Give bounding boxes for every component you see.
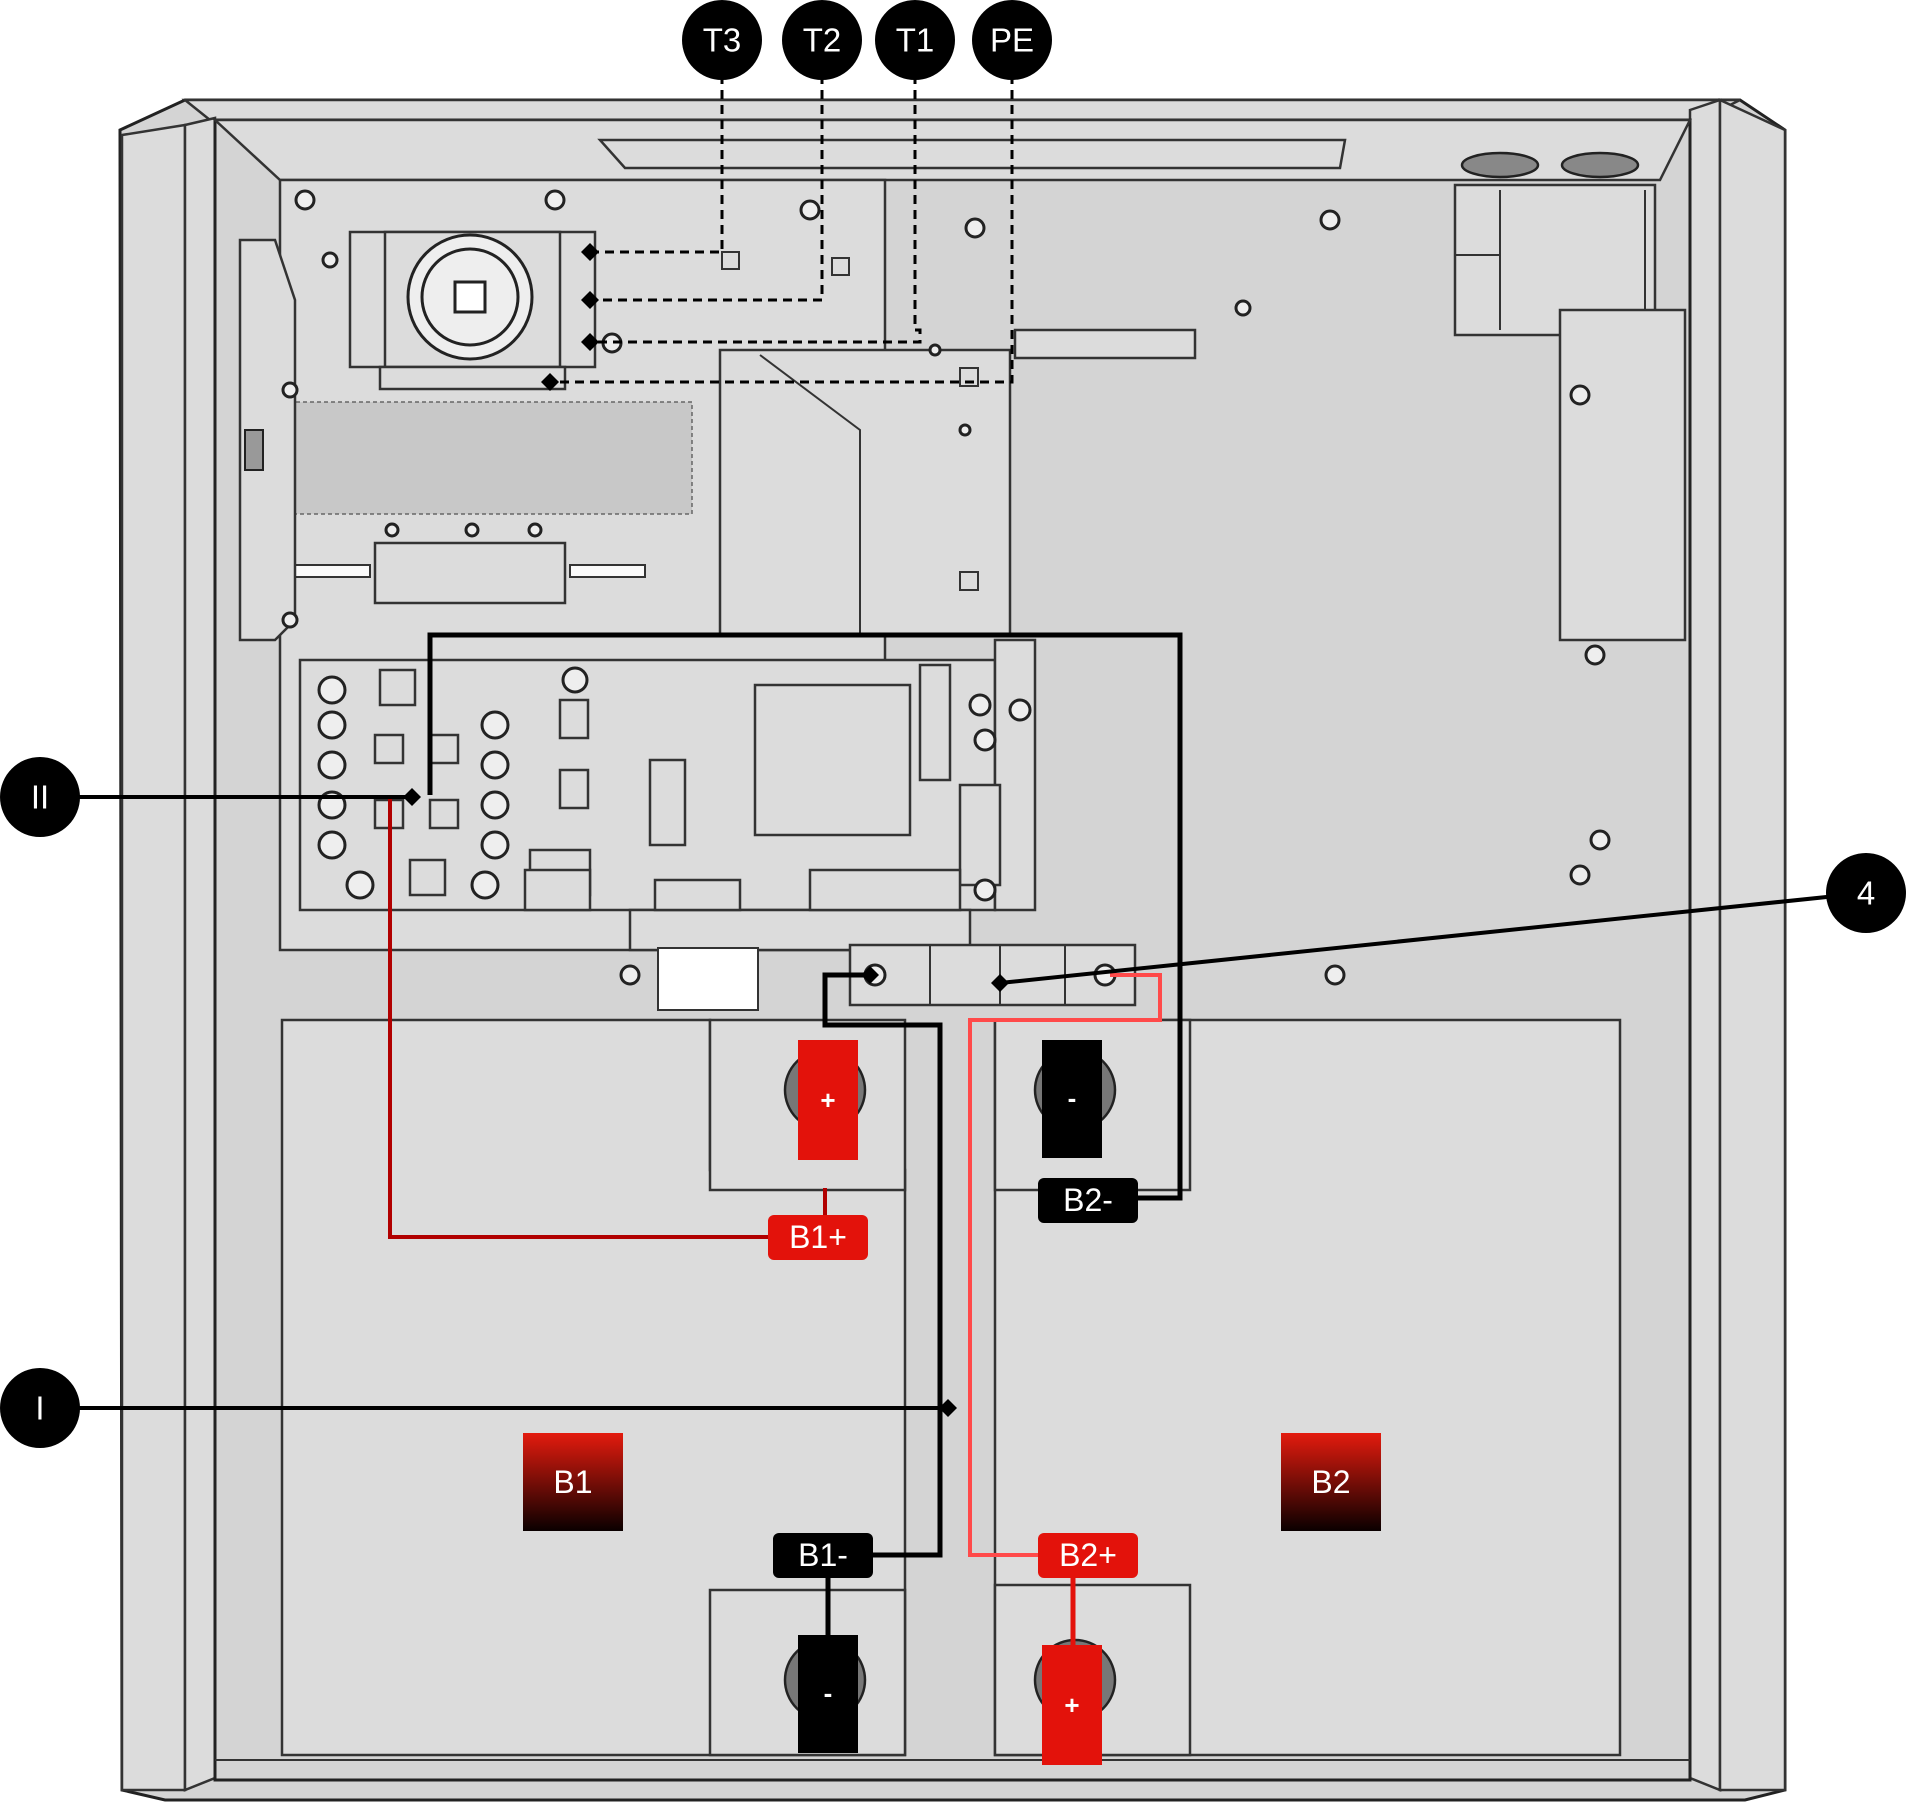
b1-top-symbol: + [820,1085,835,1115]
tag-b1-minus [773,1533,873,1578]
callout-t1: T1 [875,0,955,80]
dashed-connection-lines [541,75,1014,391]
tag-b2-minus [1038,1178,1138,1223]
b2-top-symbol: - [1068,1083,1077,1113]
b1-positive-terminal [798,1040,858,1160]
callout-t2-text: T2 [803,22,842,59]
tag-b2-minus-text: B2- [1063,1182,1113,1218]
tag-b1-plus-text: B1+ [789,1219,847,1255]
battery-b1-badge [523,1433,623,1531]
tag-b2-plus-text: B2+ [1059,1537,1117,1573]
b1-negative-terminal [798,1635,858,1753]
cable-duct [718,343,1012,637]
right-panel [1013,151,1687,642]
callout-t3: T3 [682,0,762,80]
terminal-tags: B1+ B1- B2+ B2- [768,1178,1138,1578]
battery-b2-badge [1281,1433,1381,1531]
b2-positive-terminal [1042,1645,1102,1765]
wiring [388,632,1183,1645]
callout-i-text: I [35,1390,44,1427]
callout-pe-text: PE [990,22,1034,59]
battery-b2: B2 [993,1018,1622,1757]
callout-ii: II [0,757,80,837]
b1-bottom-symbol: - [824,1678,833,1708]
control-board [298,638,1037,952]
callout-4: 4 [1826,853,1906,933]
battery-b1-label: B1 [553,1464,592,1500]
tag-b1-plus [768,1215,868,1260]
callout-4-text: 4 [1857,875,1875,912]
b2-negative-terminal [1042,1040,1102,1158]
b2-bottom-symbol: + [1064,1690,1079,1720]
callout-pe: PE [972,0,1052,80]
battery-b2-label: B2 [1311,1464,1350,1500]
screw-holes [281,189,1611,986]
callout-t2: T2 [782,0,862,80]
tag-b1-minus-text: B1- [798,1537,848,1573]
callout-i: I [0,1368,80,1448]
callout-ii-text: II [31,779,49,816]
callout-t3-text: T3 [703,22,742,59]
leader-lines [60,788,1866,1417]
terminal-markers: + - - + [798,1040,1102,1765]
tag-b2-plus [1038,1533,1138,1578]
callout-t1-text: T1 [896,22,935,59]
